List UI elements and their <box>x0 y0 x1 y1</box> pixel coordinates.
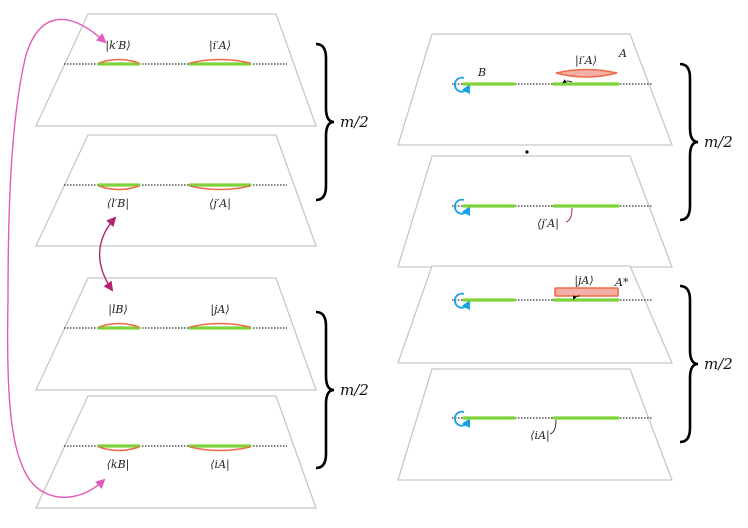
brace-left-bottom <box>315 310 335 470</box>
ket-k-prime-b: |k′B⟩ <box>105 39 130 53</box>
region-label-b: B <box>477 66 486 79</box>
brace-right-top <box>679 62 699 222</box>
brace-right-bottom-label: m/2 <box>704 355 733 373</box>
left-sheet-1: |k′B⟩ |i′A⟩ <box>34 13 317 127</box>
bra-k-b: ⟨kB| <box>107 458 130 472</box>
brace-left-top-label: m/2 <box>340 113 369 131</box>
bra-i-a-right: ⟨iA| <box>530 429 549 443</box>
brace-left-bottom-label: m/2 <box>340 381 369 399</box>
left-sheet-4: ⟨kB| ⟨iA| <box>34 395 317 509</box>
bra-l-prime-b: ⟨l′B| <box>107 197 129 211</box>
tiny-arrow-1 <box>562 79 573 84</box>
pointer-4 <box>549 419 557 435</box>
tiny-arrow-3 <box>573 295 581 300</box>
bra-j-prime-a: ⟨j′A| <box>209 197 231 211</box>
left-sheet-2: ⟨l′B| ⟨j′A| <box>34 134 317 247</box>
ket-l-b: |lB⟩ <box>108 303 128 317</box>
right-sheet-1: B |i′A⟩ A <box>397 33 673 146</box>
brace-right-top-label: m/2 <box>704 133 733 151</box>
left-panel: |k′B⟩ |i′A⟩ ⟨l′B| ⟨j′A| <box>6 13 369 509</box>
loop-icon-4 <box>453 410 471 429</box>
loop-icon-3 <box>453 292 471 311</box>
right-sheet-3: |jA⟩ A* <box>397 265 673 364</box>
right-sheet-4: ⟨iA| <box>397 368 673 481</box>
brace-right-bottom <box>679 284 699 444</box>
contour-3-a <box>189 322 251 328</box>
outer-connector-arrow <box>6 18 107 498</box>
contour-4-a <box>189 446 251 452</box>
region-label-a: A <box>618 47 627 60</box>
pointer-2 <box>565 207 573 223</box>
band-region-a-3 <box>554 287 619 297</box>
lens-region-a-1 <box>555 68 618 78</box>
left-sheet-3: |lB⟩ |jA⟩ <box>34 277 317 391</box>
right-panel: B |i′A⟩ A ⟨j′A| <box>397 33 733 481</box>
bra-i-a: ⟨iA| <box>210 458 229 472</box>
contour-2-a <box>189 185 251 191</box>
bra-j-prime-a-right: ⟨j′A| <box>537 217 559 231</box>
ket-i-prime-a-right: |i′A⟩ <box>575 54 597 68</box>
contour-top-a <box>189 58 251 64</box>
region-label-a-star: A* <box>614 276 629 289</box>
right-sheet-2: ⟨j′A| <box>397 155 673 268</box>
ket-j-a-right: |jA⟩ <box>574 274 593 288</box>
ket-i-prime-a: |i′A⟩ <box>209 39 231 53</box>
ket-j-a: |jA⟩ <box>210 303 229 317</box>
loop-icon-2 <box>453 198 471 217</box>
loop-icon-1 <box>453 76 471 95</box>
inner-connector-arrow <box>98 216 117 292</box>
brace-left-top <box>315 42 335 202</box>
